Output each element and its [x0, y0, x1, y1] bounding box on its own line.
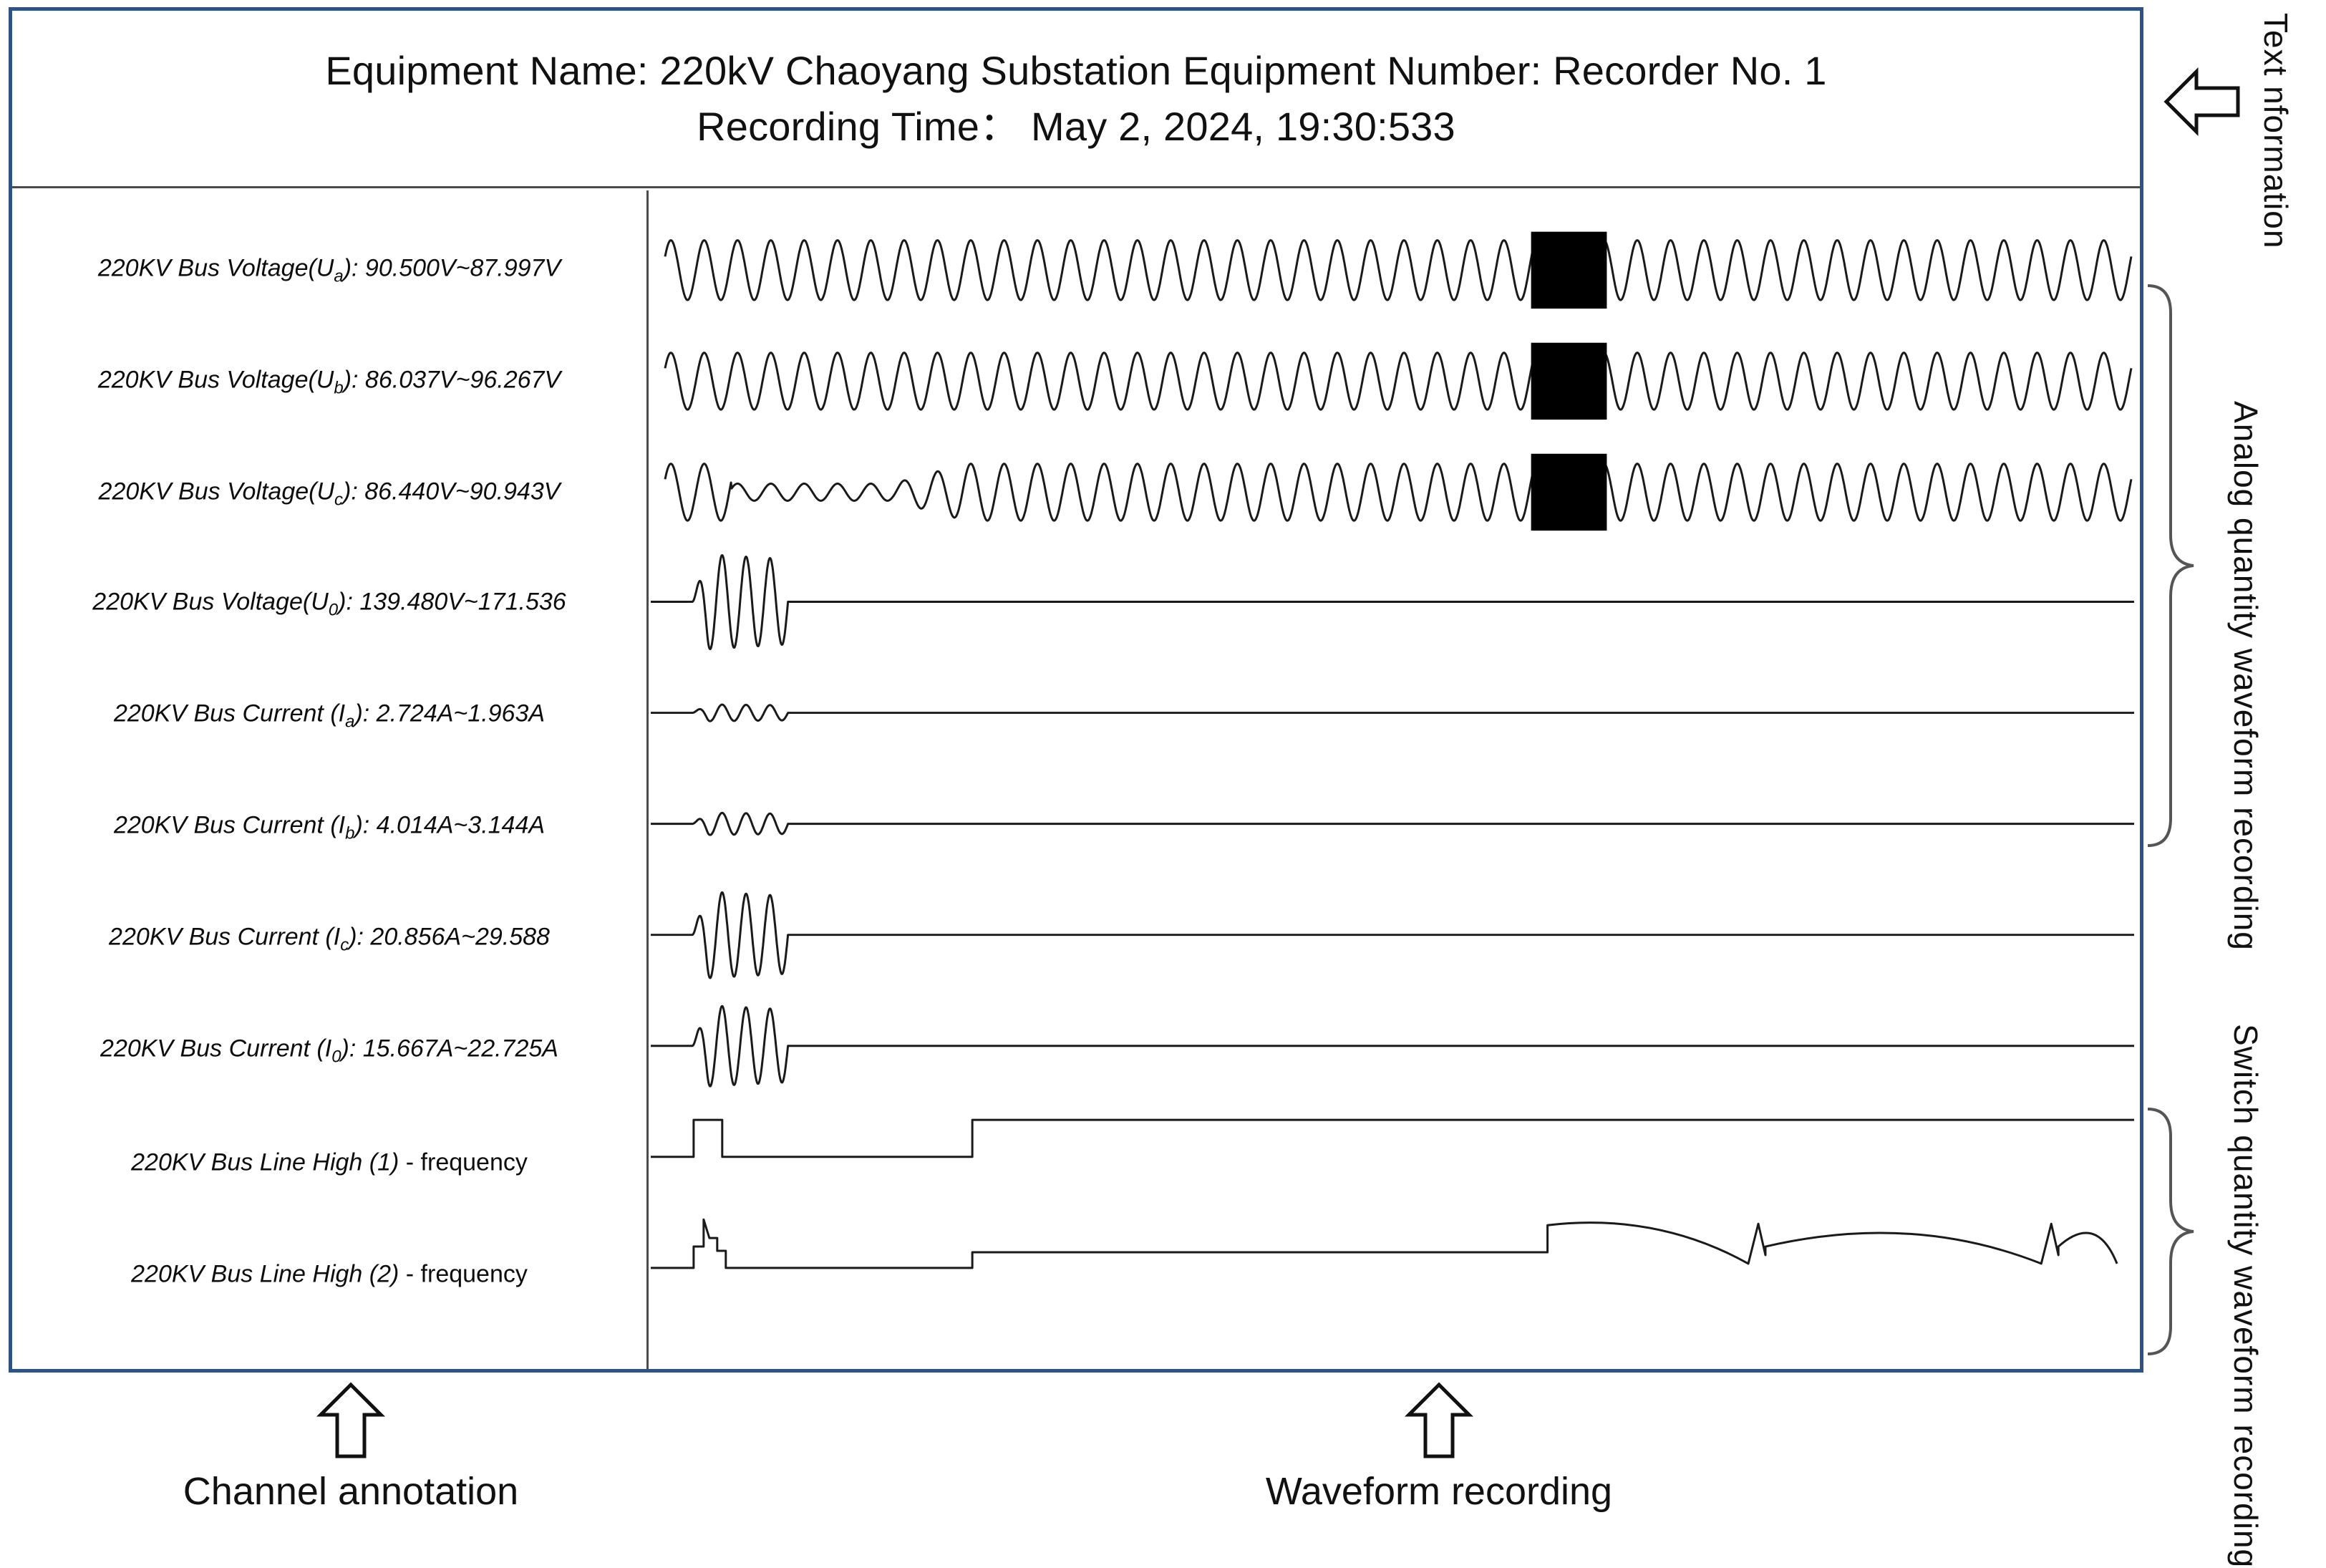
channel-label-ic: 220KV Bus Current (Ic): 20.856A~29.588: [12, 924, 646, 956]
text-information-header: Equipment Name: 220kV Chaoyang Substatio…: [12, 11, 2140, 188]
channel-label-ua: 220KV Bus Voltage(Ua): 90.500V~87.997V: [12, 255, 646, 287]
channel-annotation-label: Channel annotation: [183, 1470, 519, 1513]
trace-line-high-1: [651, 1118, 2135, 1158]
trace-ub: [664, 352, 2133, 411]
trace-line-high-2: [651, 1218, 2118, 1269]
channel-label-u0: 220KV Bus Voltage(U0): 139.480V~171.536: [12, 589, 646, 621]
text-information-annotation: Text nformation: [2257, 13, 2294, 249]
switch-quantity-annotation: Switch quantity waveform recording: [2227, 1024, 2264, 1568]
trace-ua: [664, 239, 2133, 301]
channel-label-line-high-2: 220KV Bus Line High (2) - frequency: [12, 1261, 646, 1289]
channel-label-text: 220KV Bus Current (Ib): 4.014A~3.144A: [113, 811, 546, 843]
channel-label-ub: 220KV Bus Voltage(Ub): 86.037V~96.267V: [12, 367, 646, 399]
occlusion-marker-uc: [1531, 453, 1607, 531]
waveform-recording-callout: Waveform recording: [1188, 1382, 1690, 1514]
trace-uc: [664, 463, 2133, 522]
trace-ia: [651, 703, 2135, 722]
arrow-up-icon: [1404, 1382, 1474, 1458]
channel-label-line-high-1: 220KV Bus Line High (1) - frequency: [12, 1149, 646, 1177]
waveform-canvas[interactable]: [651, 190, 2140, 1369]
channel-label-text: 220KV Bus Line High (2) - frequency: [131, 1260, 528, 1288]
channel-label-text: 220KV Bus Current (Ia): 2.724A~1.963A: [113, 700, 546, 732]
analog-quantity-annotation: Analog quantity waveform recording: [2227, 401, 2264, 951]
switch-group-brace: [2147, 1108, 2194, 1355]
arrow-up-icon: [316, 1382, 386, 1458]
occlusion-marker-ub: [1531, 342, 1607, 420]
channel-label-ib: 220KV Bus Current (Ib): 4.014A~3.144A: [12, 812, 646, 844]
channel-annotation-callout: Channel annotation: [150, 1382, 551, 1514]
occlusion-marker-ua: [1531, 231, 1607, 309]
channel-label-text: 220KV Bus Voltage(Ub): 86.037V~96.267V: [97, 366, 561, 398]
channel-label-text: 220KV Bus Current (I0): 15.667A~22.725A: [100, 1035, 558, 1067]
recorder-frame: Equipment Name: 220kV Chaoyang Substatio…: [9, 7, 2143, 1373]
arrow-left-icon: [2163, 67, 2240, 137]
channel-label-text: 220KV Bus Voltage(Ua): 90.500V~87.997V: [97, 254, 561, 286]
channel-label-text: 220KV Bus Voltage(U0): 139.480V~171.536: [92, 588, 566, 620]
channel-annotation-column: 220KV Bus Voltage(Ua): 90.500V~87.997V 22…: [12, 190, 649, 1369]
channel-label-text: 220KV Bus Line High (1) - frequency: [131, 1148, 528, 1176]
channel-label-i0: 220KV Bus Current (I0): 15.667A~22.725A: [12, 1035, 646, 1068]
equipment-title-line: Equipment Name: 220kV Chaoyang Substatio…: [325, 48, 1827, 94]
recording-time-line: Recording Time： May 2, 2024, 19:30:533: [697, 103, 1455, 149]
trace-ic: [651, 891, 2135, 979]
waveform-recording-label: Waveform recording: [1265, 1470, 1613, 1513]
channel-label-uc: 220KV Bus Voltage(Uc): 86.440V~90.943V: [12, 478, 646, 510]
trace-i0: [651, 1005, 2135, 1088]
analog-group-brace: [2147, 284, 2194, 847]
waveform-recording-column: [651, 190, 2140, 1369]
waveform-body: 220KV Bus Voltage(Ua): 90.500V~87.997V 22…: [12, 190, 2140, 1369]
channel-label-text: 220KV Bus Voltage(Uc): 86.440V~90.943V: [98, 478, 561, 510]
trace-u0: [651, 554, 2135, 650]
trace-ib: [651, 811, 2135, 836]
channel-label-ia: 220KV Bus Current (Ia): 2.724A~1.963A: [12, 700, 646, 732]
waveform-trace-layer: [651, 231, 2135, 1269]
channel-label-text: 220KV Bus Current (Ic): 20.856A~29.588: [109, 923, 550, 955]
